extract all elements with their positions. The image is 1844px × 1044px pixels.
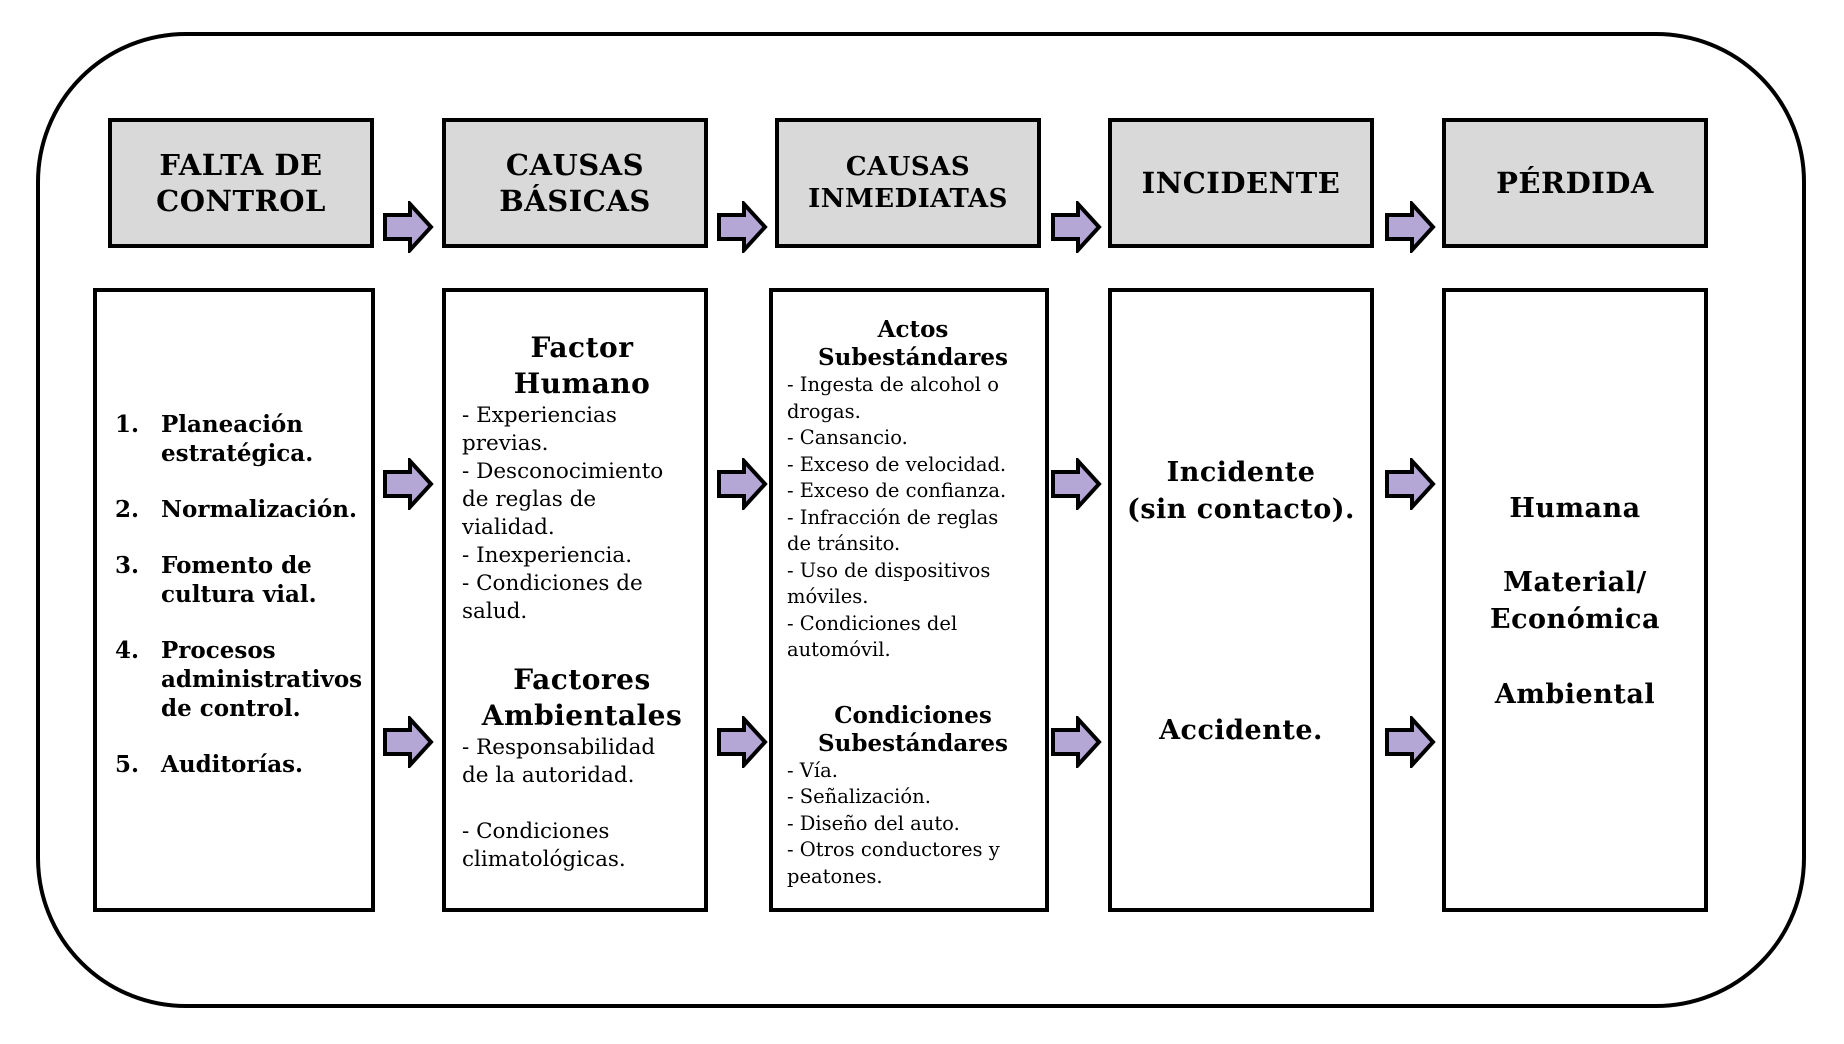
arrow-right-icon	[1384, 716, 1436, 768]
perdida-humana: Humana	[1509, 493, 1641, 524]
header-falta-de-control: FALTA DE CONTROL	[108, 118, 374, 248]
factor-humano-title: Factor Humano	[513, 331, 651, 400]
factores-ambientales-title: Factores Ambientales	[481, 663, 683, 732]
header-perdida: PÉRDIDA	[1442, 118, 1708, 248]
incidente-sin-contacto: Incidente (sin contacto).	[1127, 457, 1355, 525]
outer-rounded-frame	[36, 32, 1806, 1008]
factores-ambientales-items: - Responsabilidad de la autoridad. - Con…	[462, 735, 656, 872]
panel-causas-basicas: Factor Humano - Experiencias previas. - …	[442, 288, 708, 912]
panel-falta-de-control: 1.Planeación estratégica. 2.Normalizació…	[93, 288, 375, 912]
condiciones-subestandares-items: - Vía. - Señalización. - Diseño del auto…	[787, 758, 1000, 888]
arrow-right-icon	[716, 458, 768, 510]
header-causas-inmediatas: CAUSAS INMEDIATAS	[775, 118, 1041, 248]
list-item: 3.Fomento de cultura vial.	[115, 552, 317, 608]
arrow-right-icon	[382, 458, 434, 510]
list-item: 1.Planeación estratégica.	[115, 411, 314, 467]
perdida-ambiental: Ambiental	[1494, 679, 1656, 710]
arrow-right-icon	[1050, 716, 1102, 768]
actos-subestandares-title: Actos Subestándares	[818, 316, 1008, 371]
arrow-right-icon	[716, 716, 768, 768]
header-causas-basicas: CAUSAS BÁSICAS	[442, 118, 708, 248]
list-item: 2.Normalización.	[115, 496, 357, 523]
list-item: 4.Procesos administrativos de control.	[115, 637, 363, 722]
control-list: 1.Planeación estratégica. 2.Normalizació…	[115, 410, 371, 806]
accidente: Accidente.	[1159, 715, 1323, 746]
arrow-right-icon	[716, 201, 768, 253]
arrow-right-icon	[1050, 458, 1102, 510]
panel-incidente: Incidente (sin contacto). Accidente.	[1108, 288, 1374, 912]
perdida-material-economica: Material/ Económica	[1490, 567, 1660, 635]
factor-humano-items: - Experiencias previas. - Desconocimient…	[462, 403, 664, 624]
arrow-right-icon	[382, 201, 434, 253]
list-item: 5.Auditorías.	[115, 751, 304, 778]
actos-subestandares-items: - Ingesta de alcohol o drogas. - Cansanc…	[787, 373, 1007, 661]
arrow-right-icon	[1384, 201, 1436, 253]
condiciones-subestandares-title: Condiciones Subestándares	[818, 701, 1008, 757]
arrow-right-icon	[382, 716, 434, 768]
arrow-right-icon	[1050, 201, 1102, 253]
arrow-right-icon	[1384, 458, 1436, 510]
header-incidente: INCIDENTE	[1108, 118, 1374, 248]
panel-causas-inmediatas: Actos Subestándares - Ingesta de alcohol…	[769, 288, 1049, 912]
panel-perdida: Humana Material/ Económica Ambiental	[1442, 288, 1708, 912]
